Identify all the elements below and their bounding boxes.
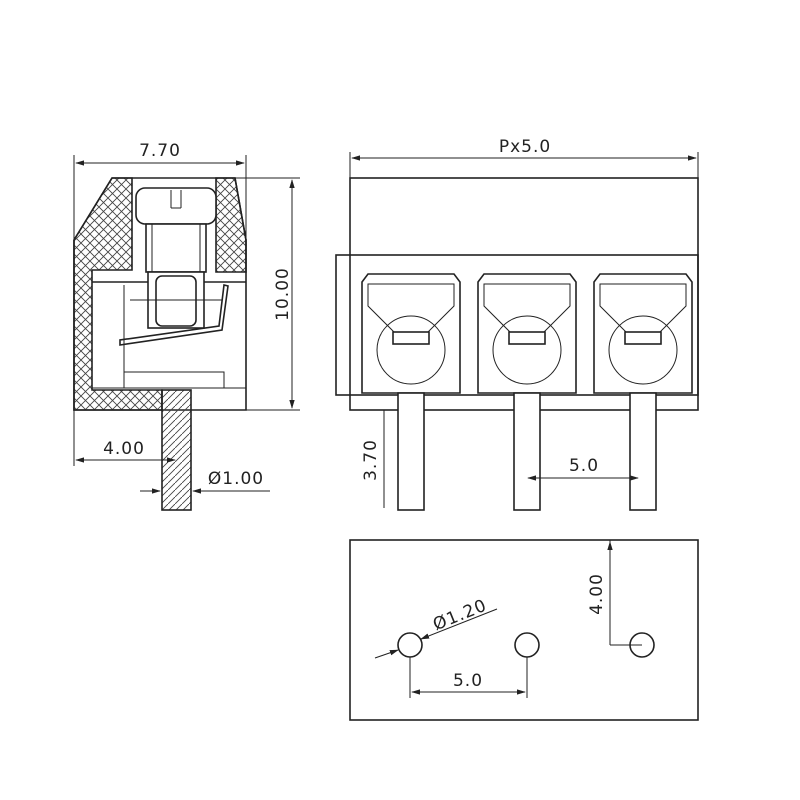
pin-diameter-label: Ø1.00 <box>208 469 264 489</box>
terminal-screw-slot <box>624 331 662 345</box>
terminal-pin <box>513 392 541 511</box>
pin-length-dimension-label: 3.70 <box>361 439 381 481</box>
front-view <box>335 177 699 411</box>
front-view-dimensions: Px5.0 3.70 5.0 <box>349 137 699 508</box>
clamp-inner <box>155 275 197 327</box>
screw-body <box>145 223 207 273</box>
wire-guide <box>119 284 229 346</box>
front-terminals <box>361 273 693 511</box>
footprint-view <box>349 539 699 721</box>
terminal-cell <box>477 273 577 511</box>
terminal-pin <box>629 392 657 511</box>
pin-offset-dimension-label: 4.00 <box>103 439 145 459</box>
length-dimension-label: Px5.0 <box>499 137 551 157</box>
side-view-dimensions: 7.70 10.00 4.00 Ø1.00 <box>73 141 300 494</box>
terminal-screw-circle <box>492 315 562 385</box>
terminal-pin <box>397 392 425 511</box>
footprint-dimensions: Ø1.20 5.0 4.00 <box>374 540 642 698</box>
front-housing <box>349 177 699 411</box>
terminal-clamp-outline <box>483 283 571 336</box>
terminal-screw-slot <box>508 331 546 345</box>
width-dimension-label: 7.70 <box>139 141 181 161</box>
terminal-screw-slot <box>392 331 430 345</box>
front-terminal-band <box>335 254 699 396</box>
terminal-cell <box>593 273 693 511</box>
footprint-hole <box>514 632 540 658</box>
side-base-plate <box>123 371 225 389</box>
terminal-opening <box>593 273 693 394</box>
footprint-pitch-dimension-label: 5.0 <box>453 671 483 691</box>
terminal-clamp-outline <box>367 283 455 336</box>
terminal-opening <box>361 273 461 394</box>
side-pin <box>161 389 192 511</box>
terminal-screw-circle <box>376 315 446 385</box>
front-pitch-dimension-label: 5.0 <box>569 456 599 476</box>
footprint-outline <box>349 539 699 721</box>
screw-head <box>135 187 217 225</box>
side-housing-wall-right <box>215 177 247 273</box>
terminal-screw-circle <box>608 315 678 385</box>
row-offset-dimension-label: 4.00 <box>587 573 607 615</box>
terminal-cell <box>361 273 461 511</box>
hole-diameter-leader <box>374 649 399 659</box>
terminal-opening <box>477 273 577 394</box>
hole-diameter-leader <box>420 608 498 640</box>
side-view <box>73 177 247 511</box>
height-dimension-label: 10.00 <box>273 267 293 321</box>
footprint-hole <box>397 632 423 658</box>
terminal-clamp-outline <box>599 283 687 336</box>
hole-diameter-label: Ø1.20 <box>430 596 490 636</box>
